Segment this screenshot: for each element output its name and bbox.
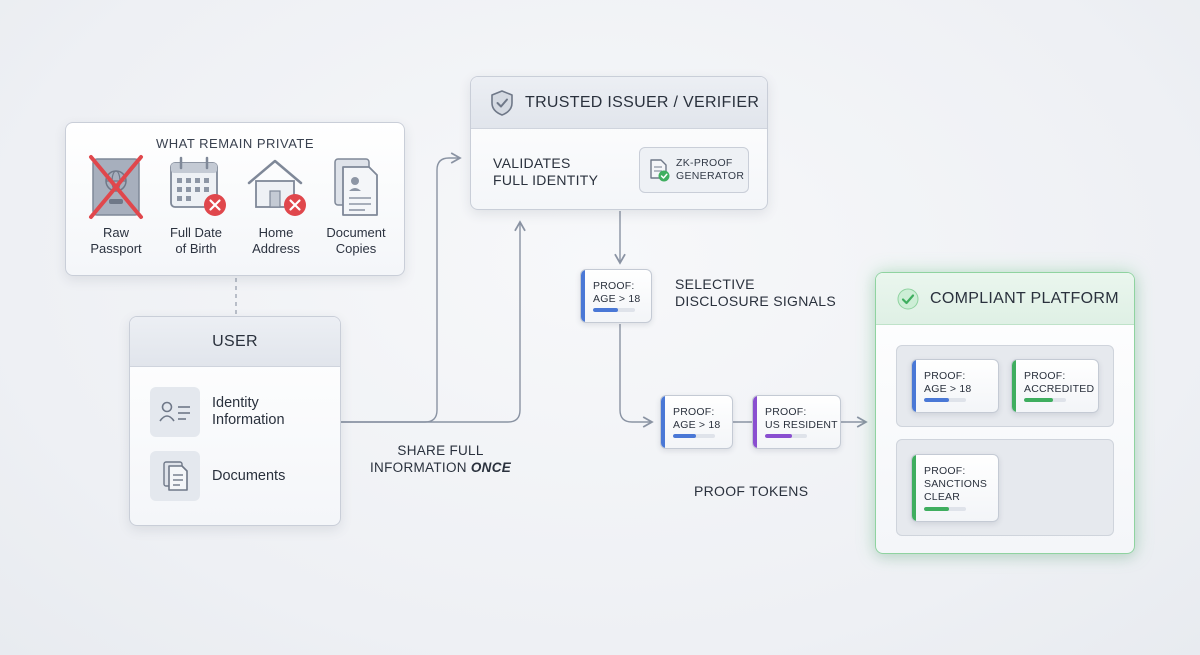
- document-copies-icon: [334, 158, 378, 216]
- crossed-passport-icon: [89, 155, 143, 219]
- proof-token-label: PROOF:AGE > 18: [593, 280, 641, 305]
- calendar-icon: [170, 156, 226, 216]
- signal-to-tokens-arrow: [619, 324, 654, 428]
- platform-card-header: COMPLIANT PLATFORM: [876, 273, 1134, 325]
- platform-proof-accredited: PROOF:ACCREDITED: [1011, 359, 1099, 413]
- platform-proof-well-top: PROOF:AGE > 18 PROOF:ACCREDITED: [896, 345, 1114, 427]
- proof-token-us-resident: PROOF:US RESIDENT: [752, 395, 841, 449]
- platform-proof-age: PROOF:AGE > 18: [911, 359, 999, 413]
- proof-token-label: PROOF:ACCREDITED: [1024, 370, 1095, 395]
- share-arrow-lower: [341, 220, 526, 423]
- proof-token-label: PROOF:AGE > 18: [673, 406, 721, 431]
- check-circle-icon: [897, 288, 919, 309]
- compliant-platform-card: COMPLIANT PLATFORM PROOF:AGE > 18 PROOF:…: [875, 272, 1135, 554]
- private-box-title: WHAT REMAIN PRIVATE: [155, 136, 315, 151]
- issuer-card-title: TRUSTED ISSUER / VERIFIER: [525, 93, 760, 111]
- proof-token-age: PROOF:AGE > 18: [660, 395, 733, 449]
- document-check-icon: [650, 159, 670, 182]
- shield-check-icon: [491, 89, 513, 116]
- user-row-documents: Documents: [150, 451, 285, 501]
- user-row-label: Documents: [212, 467, 286, 484]
- documents-icon: [163, 461, 188, 491]
- proof-token-signal-age: PROOF:AGE > 18: [580, 269, 652, 323]
- proof-token-label: PROOF:US RESIDENT: [765, 406, 838, 431]
- user-card-title: USER: [130, 317, 340, 367]
- id-card-icon: [159, 401, 190, 422]
- home-icon: [247, 159, 306, 216]
- proof-token-label: PROOF:AGE > 18: [924, 370, 972, 395]
- platform-card-title: COMPLIANT PLATFORM: [930, 289, 1119, 307]
- share-full-information-label: SHARE FULL INFORMATION ONCE: [370, 443, 512, 475]
- proof-tokens-label: PROOF TOKENS: [694, 483, 809, 499]
- issuer-card-header: TRUSTED ISSUER / VERIFIER: [471, 77, 767, 129]
